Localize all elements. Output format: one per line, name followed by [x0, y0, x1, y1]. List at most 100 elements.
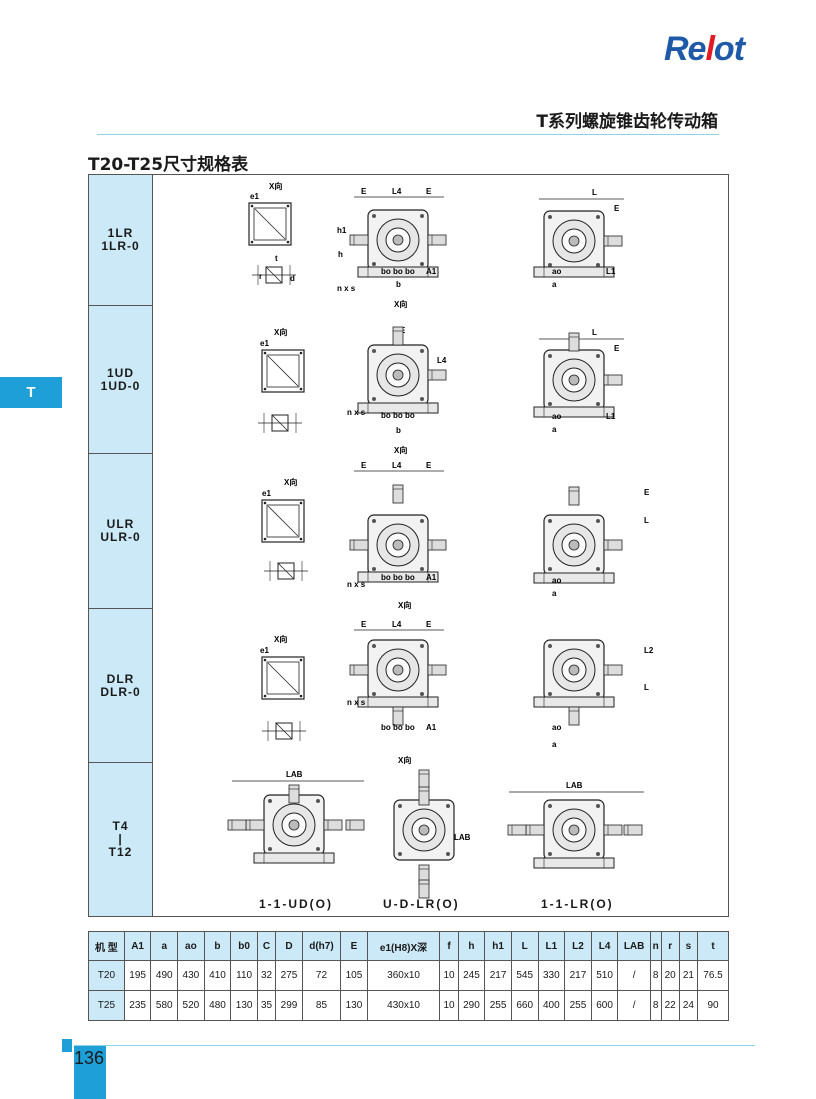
label-LAB: LAB [286, 770, 303, 779]
label-L1: L1 [606, 267, 616, 276]
label-x-view: X向 [284, 477, 297, 487]
logo-text-suffix: ot [713, 30, 745, 68]
drawing-1lr: X向 e1 r t d E L4 E bo bo bo A1 b n x s h… [248, 181, 624, 309]
label-bo: bo bo bo [381, 573, 415, 582]
table-cell: 545 [510, 960, 539, 991]
label-x-view: X向 [274, 327, 287, 337]
table-header: C [256, 931, 277, 961]
label-LAB: LAB [566, 781, 583, 790]
table-cell: 235 [123, 990, 152, 1021]
label-A1: A1 [426, 267, 437, 276]
table-header: LAB [617, 931, 651, 961]
caption-1-1-lr: 1-1-LR(O) [541, 897, 614, 911]
label-ao: ao [552, 412, 561, 421]
page-number: 136 [74, 1048, 105, 1068]
label-e1: e1 [260, 646, 269, 655]
table-cell: 24 [678, 990, 699, 1021]
drawing-dlr: X向 e1 E L4 E bo bo bo A1 n x s X向 L2 L a… [260, 620, 654, 765]
caption-u-d-lr: U-D-LR(O) [383, 897, 460, 911]
row-label-ulr: ULR ULR-0 [89, 454, 153, 609]
table-cell: 8 [649, 990, 662, 1021]
table-cell: 22 [660, 990, 680, 1021]
label-bo: bo bo bo [381, 723, 415, 732]
table-cell: 195 [123, 960, 152, 991]
table-cell: 600 [590, 990, 619, 1021]
label-x-view: X向 [394, 445, 407, 455]
table-header: A1 [123, 931, 152, 961]
table-row: T20 195 490 430 410 110 32 275 72 105 36… [88, 960, 729, 991]
table-header: n [649, 931, 662, 961]
label-E: E [361, 461, 367, 470]
table-cell: 105 [340, 960, 368, 991]
table-cell: / [617, 960, 651, 991]
brand-logo: Relot [664, 30, 745, 69]
table-cell: 85 [301, 990, 342, 1021]
row-label-line: 1LR [107, 226, 134, 240]
table-cell: 90 [697, 990, 729, 1021]
table-header: L1 [537, 931, 566, 961]
label-LAB: LAB [454, 833, 471, 842]
label-E: E [644, 488, 650, 497]
table-cell: 10 [439, 960, 459, 991]
table-cell: 360x10 [366, 960, 441, 991]
logo-text-accent: l [705, 30, 715, 68]
label-a: a [552, 589, 557, 598]
row-label-line: T12 [108, 845, 133, 859]
label-t: t [275, 254, 278, 263]
header-divider [97, 134, 719, 135]
table-cell: 217 [564, 960, 592, 991]
label-b: b [396, 426, 401, 435]
table-cell-model: T20 [88, 960, 125, 991]
table-cell: 20 [660, 960, 680, 991]
table-cell: 245 [457, 960, 486, 991]
table-cell: / [617, 990, 651, 1021]
label-L4: L4 [392, 187, 402, 196]
label-a: a [552, 425, 557, 434]
label-x-view: X向 [398, 600, 411, 610]
table-cell: 21 [678, 960, 699, 991]
table-cell: 275 [275, 960, 303, 991]
label-x-view: X向 [274, 634, 287, 644]
table-header: L4 [590, 931, 619, 961]
table-cell: 255 [564, 990, 592, 1021]
label-e1: e1 [260, 339, 269, 348]
label-h1: h1 [337, 226, 347, 235]
label-L4: L4 [392, 461, 402, 470]
table-cell: 400 [537, 990, 566, 1021]
label-e1: e1 [250, 192, 259, 201]
label-E: E [614, 344, 620, 353]
dimension-spec-table: 机 型 A1 a ao b b0 C D d(h7) E e1(H8)X深 f … [88, 931, 729, 1021]
table-cell: 32 [256, 960, 277, 991]
row-label-line: 1UD-0 [100, 378, 141, 393]
table-cell: 430x10 [366, 990, 441, 1021]
label-L4: L4 [437, 356, 447, 365]
row-label-line: | [118, 832, 123, 846]
drawing-1ud: X向 e1 E L4 bo bo bo b n x s X向 L E ao a … [257, 326, 624, 455]
table-header: D [275, 931, 303, 961]
table-cell: 410 [203, 960, 232, 991]
drawing-ulr: X向 e1 E L4 E bo bo bo A1 n x s X向 E L ao… [261, 461, 650, 610]
table-cell: 290 [457, 990, 486, 1021]
logo-text-prefix: Re [664, 30, 706, 68]
row-label-1ud: 1UD 1UD-0 [89, 306, 153, 454]
table-header: 机 型 [88, 931, 125, 961]
table-cell: 480 [203, 990, 232, 1021]
footer-divider [74, 1045, 755, 1046]
table-row: T25 235 580 520 480 130 35 299 85 130 43… [88, 990, 729, 1021]
series-title: T系列螺旋锥齿轮传动箱 [536, 112, 718, 132]
label-x-view: X向 [398, 755, 411, 765]
section-tab[interactable]: T [0, 377, 62, 408]
table-header: ao [177, 931, 205, 961]
table-cell: 72 [301, 960, 342, 991]
table-cell: 35 [256, 990, 277, 1021]
label-nxs: n x s [337, 284, 356, 293]
table-cell: 580 [150, 990, 179, 1021]
row-label-line: 1UD [106, 365, 134, 380]
label-L: L [644, 516, 649, 525]
caption-1-1-ud: 1-1-UD(O) [259, 897, 333, 911]
label-L: L [592, 328, 597, 337]
label-ao: ao [552, 267, 561, 276]
table-header: t [697, 931, 729, 961]
table-cell-model: T25 [88, 990, 125, 1021]
table-cell: 110 [230, 960, 258, 991]
